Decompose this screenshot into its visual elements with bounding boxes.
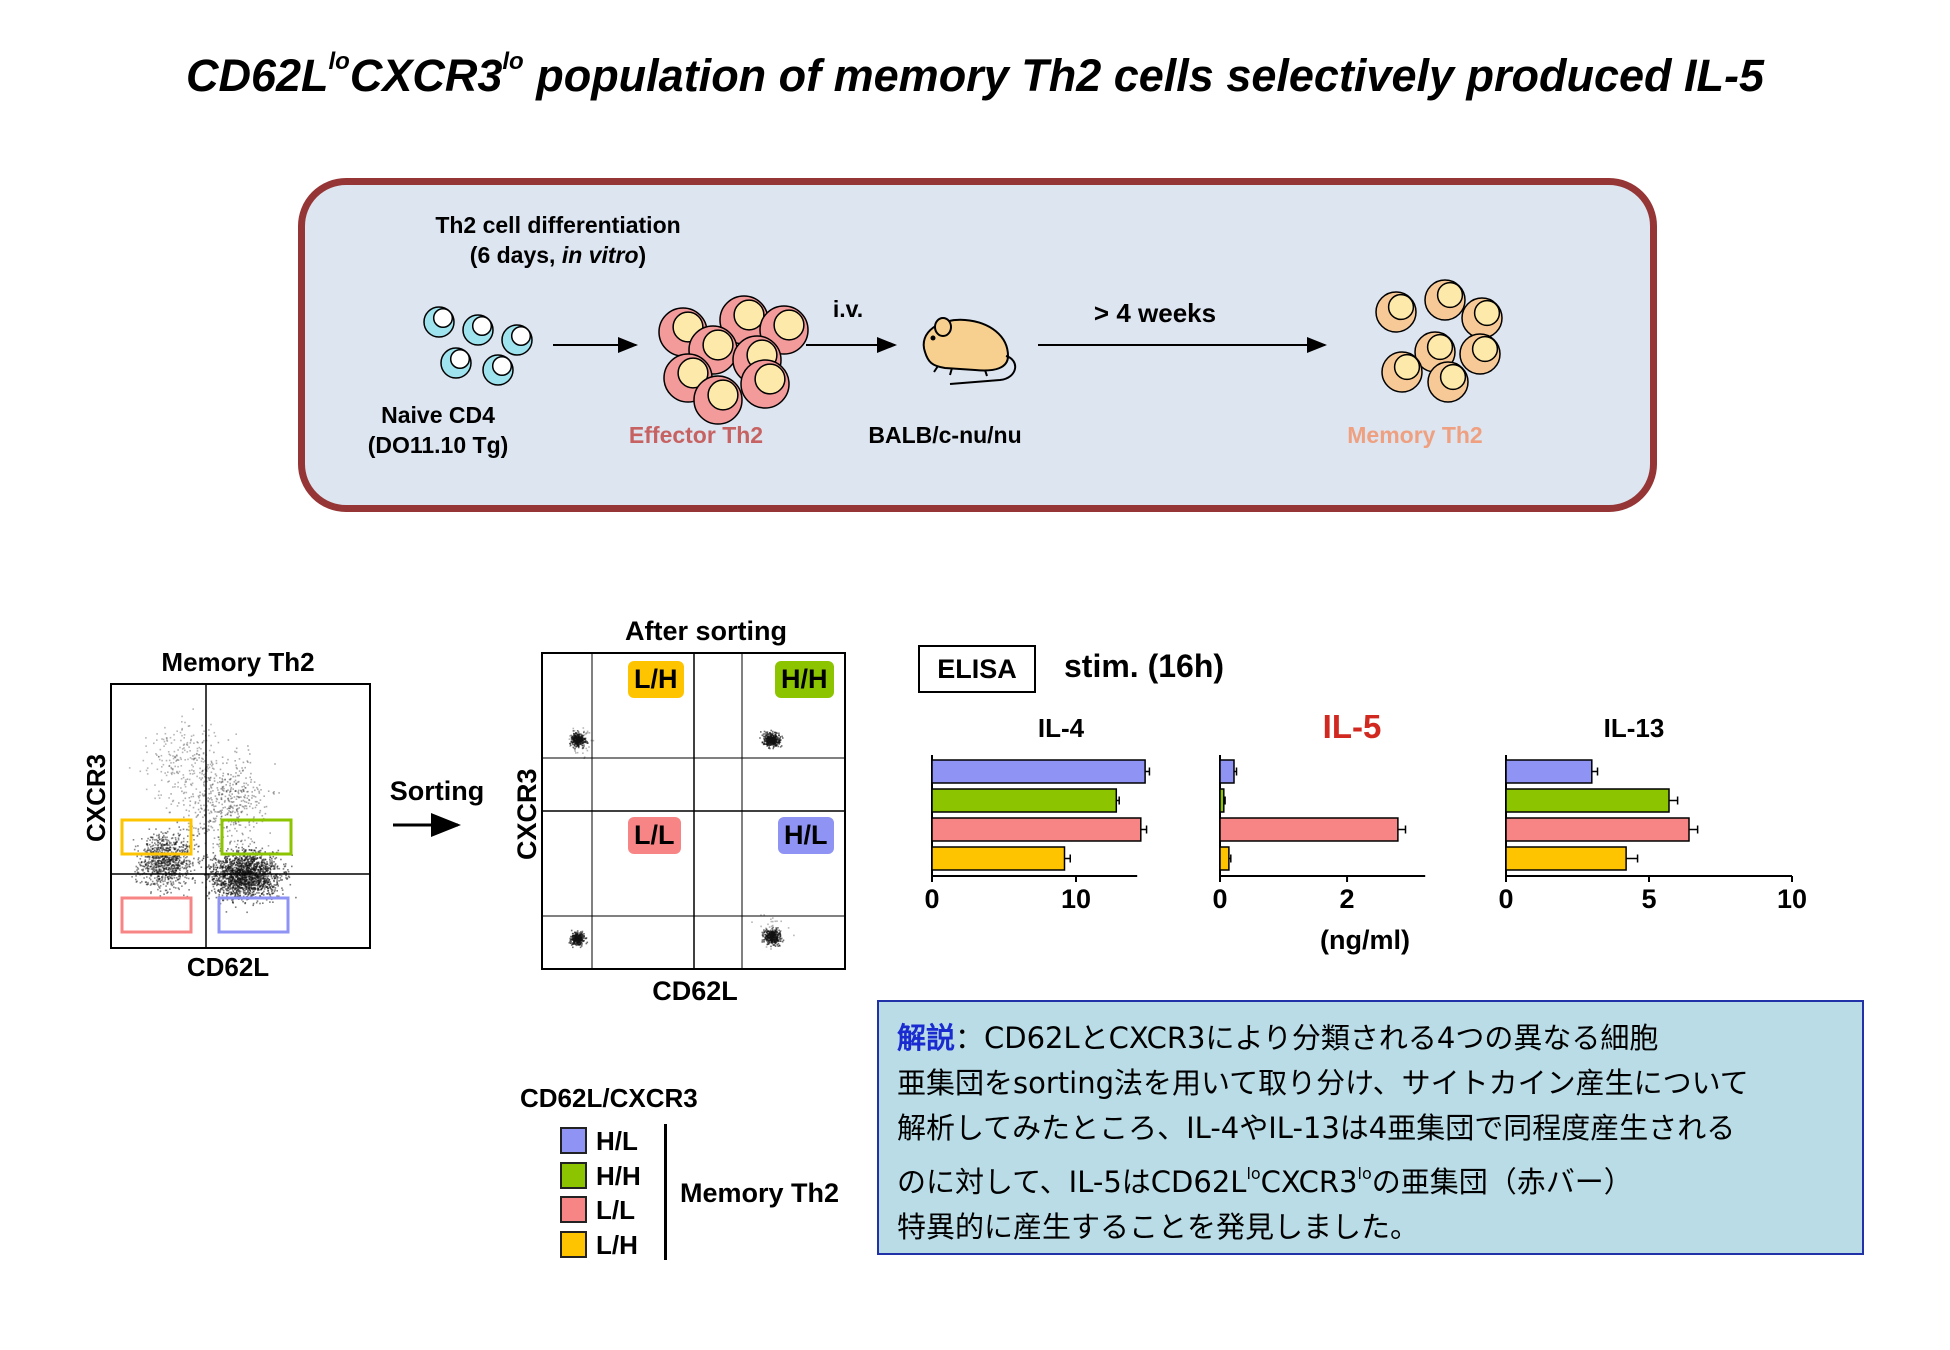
page-title: CD62LloCXCR3lo population of memory Th2 … [185,48,1765,101]
bar-il-4-lh [931,846,1066,871]
gate-hh [220,818,293,856]
after-sorting-title: After sorting [625,616,787,646]
bar-il-5-ll [1219,817,1399,842]
gate-tag-ll: L/L [628,817,681,854]
explanation-line-4: のに対して、IL-5はCD62LloCXCR3loの亜集団（赤バー） [897,1164,1633,1199]
gate-tag-hh: H/H [775,661,834,698]
legend-swatch-hh [560,1162,587,1189]
legend-label-ll: L/L [596,1195,635,1225]
naive-cd4-cells-icon [423,306,533,386]
gate-ll [120,896,193,934]
legend-label-lh: L/H [596,1230,638,1260]
explanation-line-5: 特異的に産生することを発見しました。 [897,1210,1420,1244]
bar-il-5-hl [1219,759,1235,784]
iv-label: i.v. [832,296,864,322]
explanation-line-2: 亜集団をsorting法を用いて取り分け、サイトカイン産生について [897,1066,1749,1100]
flow-x-label: CD62L [186,952,270,982]
legend-swatch-lh [560,1231,587,1258]
flow-plot-title: Memory Th2 [161,647,315,677]
tick-label: 0 [1498,884,1513,914]
tick-label: 0 [924,884,939,914]
panel-title-il-5: IL-5 [1323,708,1382,745]
tick-label: 5 [1641,884,1656,914]
bar-il-5-hh [1219,788,1225,813]
gate-tag-lh: L/H [628,661,684,698]
bar-il-4-hl [931,759,1146,784]
legend-swatch-hl [560,1127,587,1154]
effector-label: Effector Th2 [628,422,764,448]
bar-il-4-hh [931,788,1118,813]
gate-tag-hl: H/L [778,817,834,854]
panel-title-il-4: IL-4 [1038,713,1085,743]
memory-label: Memory Th2 [1347,422,1483,448]
legend-title: CD62L/CXCR3 [520,1083,698,1113]
sorting-label: Sorting [389,776,485,806]
gate-lh [120,818,193,856]
naive-sublabel: (DO11.10 Tg) [367,432,509,458]
stim-label: stim. (16h) [1064,648,1225,684]
tick-label: 2 [1340,884,1355,914]
legend-label-hh: H/H [596,1161,641,1191]
legend-group-label: Memory Th2 [680,1178,840,1208]
memory-th2-cells-icon [1375,279,1503,403]
gate-hl [217,896,290,934]
bar-il-4-ll [931,817,1142,842]
tick-label: 10 [1777,884,1807,914]
explanation-line-1: 解説：CD62LとCXCR3により分類される4つの異なる細胞 [897,1021,1659,1055]
differentiation-sublabel: (6 days, in vitro) [469,242,647,268]
mouse-strain-label: BALB/c-nu/nu [868,422,1022,448]
bar-il-13-hl [1505,759,1593,784]
tick-label: 0 [1212,884,1227,914]
legend-bracket [664,1124,667,1260]
panel-title-il-13: IL-13 [1604,713,1665,743]
explanation-box: 解説：CD62LとCXCR3により分類される4つの異なる細胞 亜集団をsorti… [877,1000,1864,1255]
weeks-label: > 4 weeks [1093,298,1217,328]
tick-label: 10 [1061,884,1091,914]
naive-label: Naive CD4 [381,402,495,428]
effector-th2-cells-icon [658,295,809,425]
sorted-flow-dots [568,727,795,950]
after-x-label: CD62L [652,976,738,1006]
bar-il-13-lh [1505,846,1627,871]
legend-label-hl: H/L [596,1126,638,1156]
elisa-label: ELISA [918,645,1036,693]
unit-label: (ng/ml) [1320,925,1410,955]
differentiation-label: Th2 cell differentiation [435,212,681,238]
bar-il-13-ll [1505,817,1690,842]
bar-il-5-lh [1219,846,1230,871]
explanation-line-3: 解析してみたところ、IL-4やIL-13は4亜集団で同程度産生される [897,1111,1736,1145]
flow-dots [128,708,297,914]
mouse-icon [922,317,1016,385]
legend-swatch-ll [560,1196,587,1223]
bar-il-13-hh [1505,788,1670,813]
